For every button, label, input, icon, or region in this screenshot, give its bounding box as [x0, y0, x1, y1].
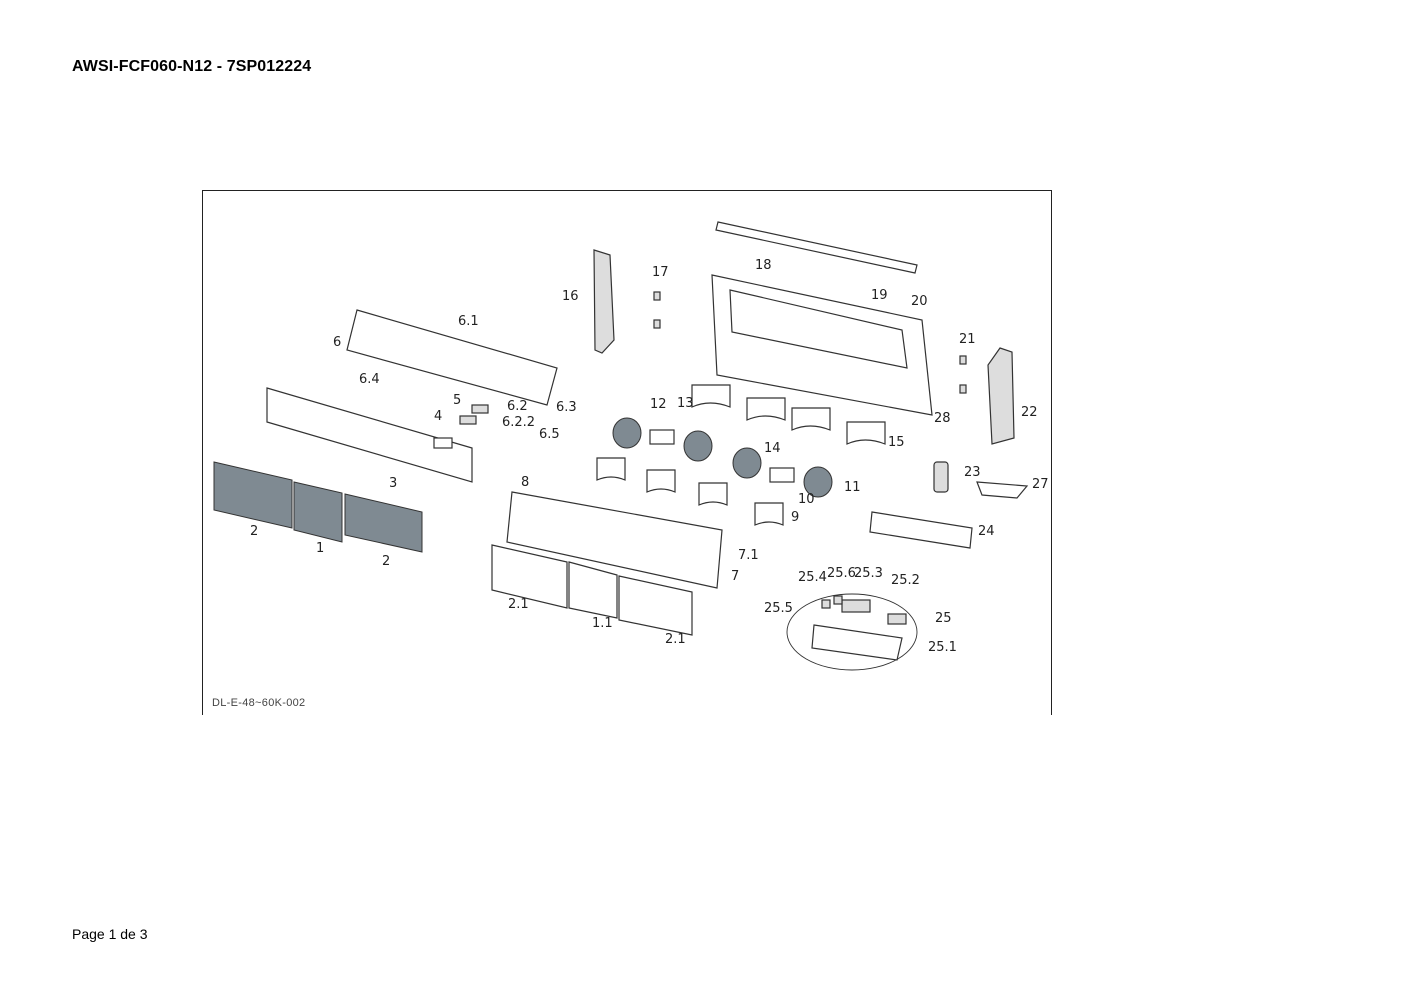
base-frame — [506, 491, 723, 589]
part-label: 6.1 — [458, 314, 479, 329]
terminal-block — [887, 613, 907, 625]
part-label: 6.3 — [556, 400, 577, 415]
electric-box-cover — [869, 511, 973, 549]
front-panel — [266, 387, 473, 483]
part-label: 8 — [521, 475, 529, 490]
part-label: 6.5 — [539, 427, 560, 442]
volute-housings — [596, 384, 886, 526]
exploded-parts-diagram: 11.1222.12.134566.16.26.2.26.36.46.577.1… — [213, 221, 1049, 671]
outlet-grille-right — [618, 575, 693, 636]
part-label: 2 — [382, 554, 390, 569]
part-label: 12 — [650, 397, 667, 412]
part-label: 22 — [1021, 405, 1038, 420]
part-label: 6.4 — [359, 372, 380, 387]
part-label: 2 — [250, 524, 258, 539]
clip — [959, 384, 967, 394]
part-label: 21 — [959, 332, 976, 347]
part-label: 6.2.2 — [502, 415, 535, 430]
remote-control — [933, 461, 949, 493]
control-board — [841, 599, 871, 613]
outlet-grille-left — [491, 544, 568, 609]
display-board — [471, 404, 489, 414]
air-filter-center — [293, 481, 343, 543]
part-label: 7.1 — [738, 548, 759, 563]
part-label: 27 — [1032, 477, 1049, 492]
part-label: 16 — [562, 289, 579, 304]
top-panel — [346, 309, 558, 406]
part-label: 1 — [316, 541, 324, 556]
part-label: 25.4 — [798, 570, 827, 585]
electric-box — [811, 624, 903, 661]
part-label: 25 — [935, 611, 952, 626]
part-labels: 11.1222.12.134566.16.26.2.26.36.46.577.1… — [250, 258, 1049, 655]
mounting-bracket — [976, 481, 1029, 499]
part-label: 5 — [453, 393, 461, 408]
document-title: AWSI-FCF060-N12 - 7SP012224 — [72, 58, 312, 75]
air-filter-right — [344, 493, 423, 553]
display-cover — [459, 415, 477, 425]
part-label: 3 — [389, 476, 397, 491]
page-number: Page 1 de 3 — [72, 926, 148, 942]
chassis — [711, 274, 933, 416]
clip — [959, 355, 967, 365]
part-label: 25.2 — [891, 573, 920, 588]
blower-wheels-right — [732, 447, 833, 498]
transformer — [833, 595, 843, 605]
part-label: 6.2 — [507, 399, 528, 414]
part-label: 2.1 — [508, 597, 529, 612]
part-label: 19 — [871, 288, 888, 303]
right-side-cover — [987, 347, 1015, 445]
part-label: 9 — [791, 510, 799, 525]
part-label: 2.1 — [665, 632, 686, 647]
clip — [653, 291, 661, 301]
outlet-grille-center — [568, 561, 618, 619]
part-label: 28 — [934, 411, 951, 426]
blower-wheels-left — [612, 417, 713, 462]
part-label: 13 — [677, 396, 694, 411]
part-label: 23 — [964, 465, 981, 480]
part-label: 6 — [333, 335, 341, 350]
air-filter-left — [213, 461, 293, 529]
part-label: 17 — [652, 265, 669, 280]
part-label: 25.1 — [928, 640, 957, 655]
part-label: 20 — [911, 294, 928, 309]
part-label: 11 — [844, 480, 861, 495]
clip — [653, 319, 661, 329]
part-label: 25.6 — [827, 566, 856, 581]
electric-box-callout — [786, 593, 918, 671]
part-label: 24 — [978, 524, 995, 539]
top-strip — [715, 221, 918, 274]
relay — [821, 599, 831, 609]
part-label: 7 — [731, 569, 739, 584]
drawing-code: DL-E-48~60K-002 — [212, 697, 306, 709]
part-label: 18 — [755, 258, 772, 273]
part-label: 14 — [764, 441, 781, 456]
diagram-frame — [202, 190, 1052, 715]
left-side-cover — [593, 249, 615, 354]
part-label: 4 — [434, 409, 442, 424]
part-label: 25.5 — [764, 601, 793, 616]
part-label: 15 — [888, 435, 905, 450]
part-label: 1.1 — [592, 616, 613, 631]
part-label: 25.3 — [854, 566, 883, 581]
part-label: 10 — [798, 492, 815, 507]
